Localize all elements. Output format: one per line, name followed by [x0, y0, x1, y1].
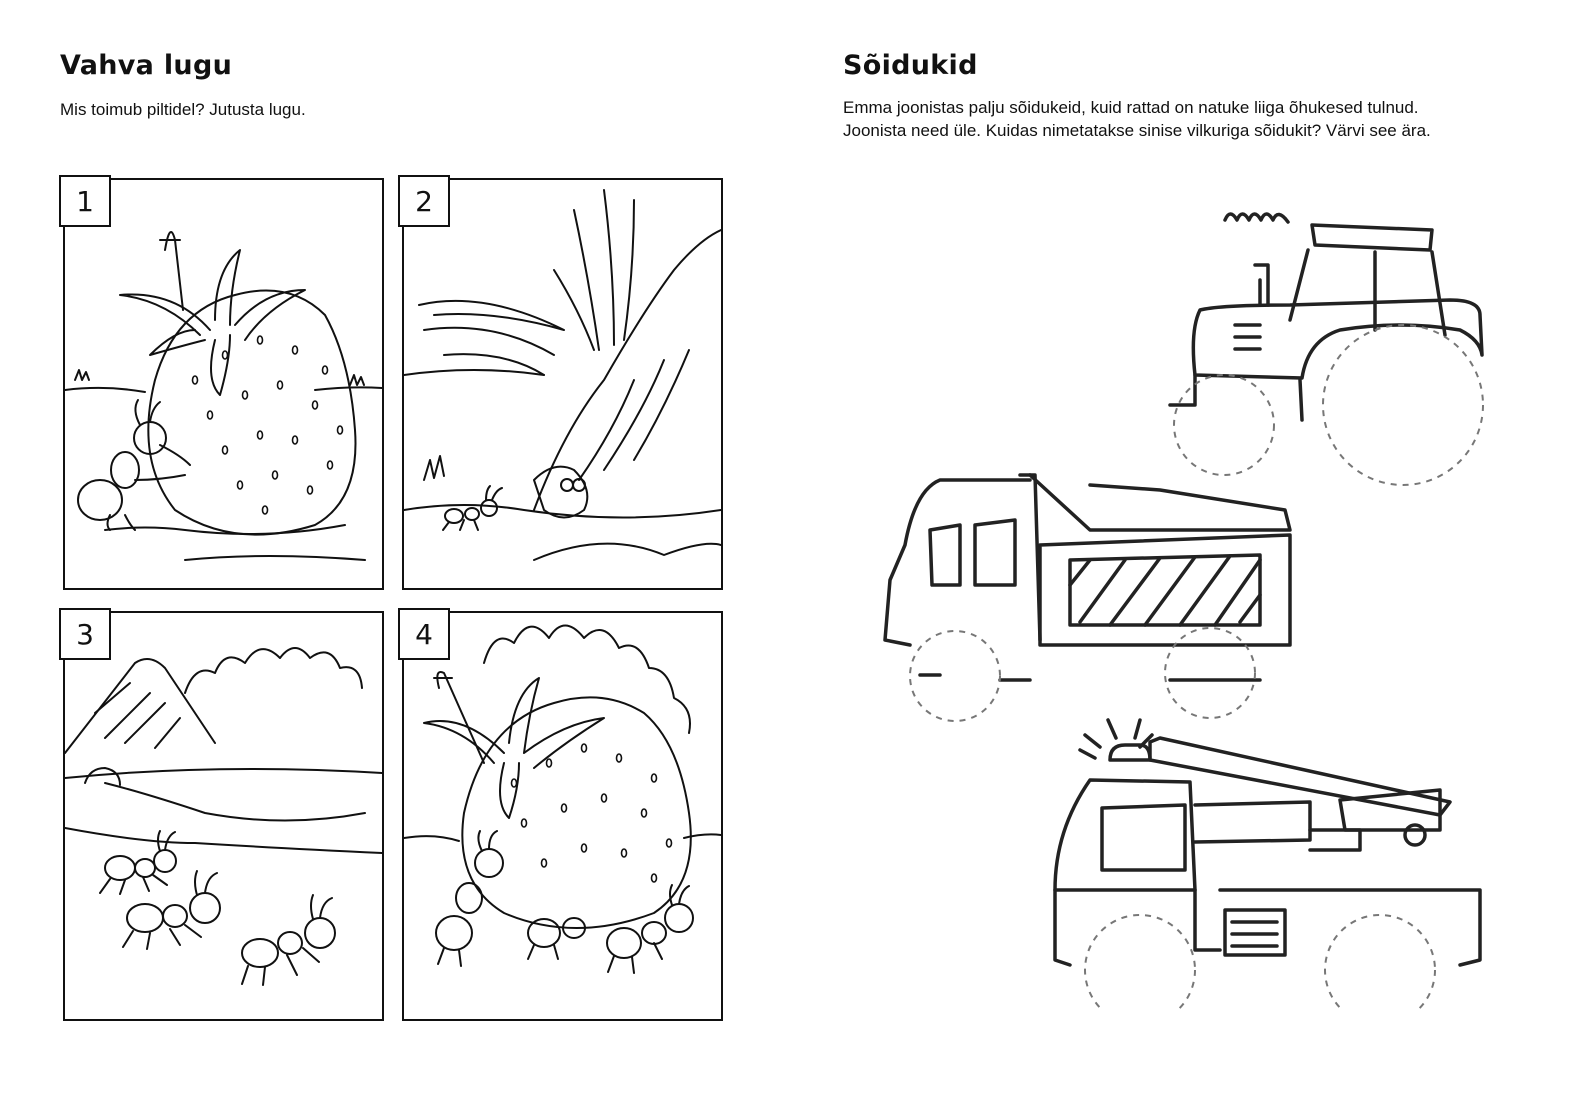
panel-number-3: 3	[59, 608, 111, 660]
story-panel-4	[402, 611, 723, 1021]
panel-number-4: 4	[398, 608, 450, 660]
tractor-front-wheel	[1173, 374, 1275, 476]
fire-truck-front-wheel	[1084, 914, 1196, 1010]
story-instruction: Mis toimub piltidel? Jutusta lugu.	[60, 100, 306, 119]
walking-ant-3	[241, 894, 336, 986]
walking-ant-2	[122, 870, 221, 950]
ants-walking-illustration	[65, 647, 382, 986]
ant-figure	[77, 399, 191, 531]
story-title: Vahva lugu	[60, 50, 233, 81]
panel-number-2: 2	[398, 175, 450, 227]
anthill-illustration	[404, 189, 721, 561]
dump-truck-rear-wheel	[1164, 627, 1256, 719]
dump-truck	[883, 473, 1292, 722]
vehicles-title: Sõidukid	[843, 50, 978, 81]
small-ant-figure	[442, 485, 503, 531]
tractor	[1168, 212, 1484, 486]
fire-truck	[1053, 718, 1482, 1010]
vehicles-illustration	[883, 212, 1484, 1010]
story-panel-3	[63, 611, 384, 1021]
ants-carry-strawberry-illustration	[404, 624, 721, 974]
strawberry-ant-illustration	[65, 231, 382, 561]
tractor-rear-wheel	[1322, 324, 1484, 486]
vehicles-instruction: Emma joonistas palju sõidukeid, kuid rat…	[843, 98, 1431, 140]
walking-ant-1	[99, 830, 177, 895]
story-panel-2	[402, 178, 723, 590]
carrying-ants	[435, 830, 694, 974]
panel-number-1: 1	[59, 175, 111, 227]
dump-truck-front-wheel	[909, 630, 1001, 722]
story-panel-1	[63, 178, 384, 590]
strawberry-seeds	[191, 335, 344, 515]
fire-truck-rear-wheel	[1324, 914, 1436, 1010]
strawberry-seeds-2	[510, 743, 673, 883]
